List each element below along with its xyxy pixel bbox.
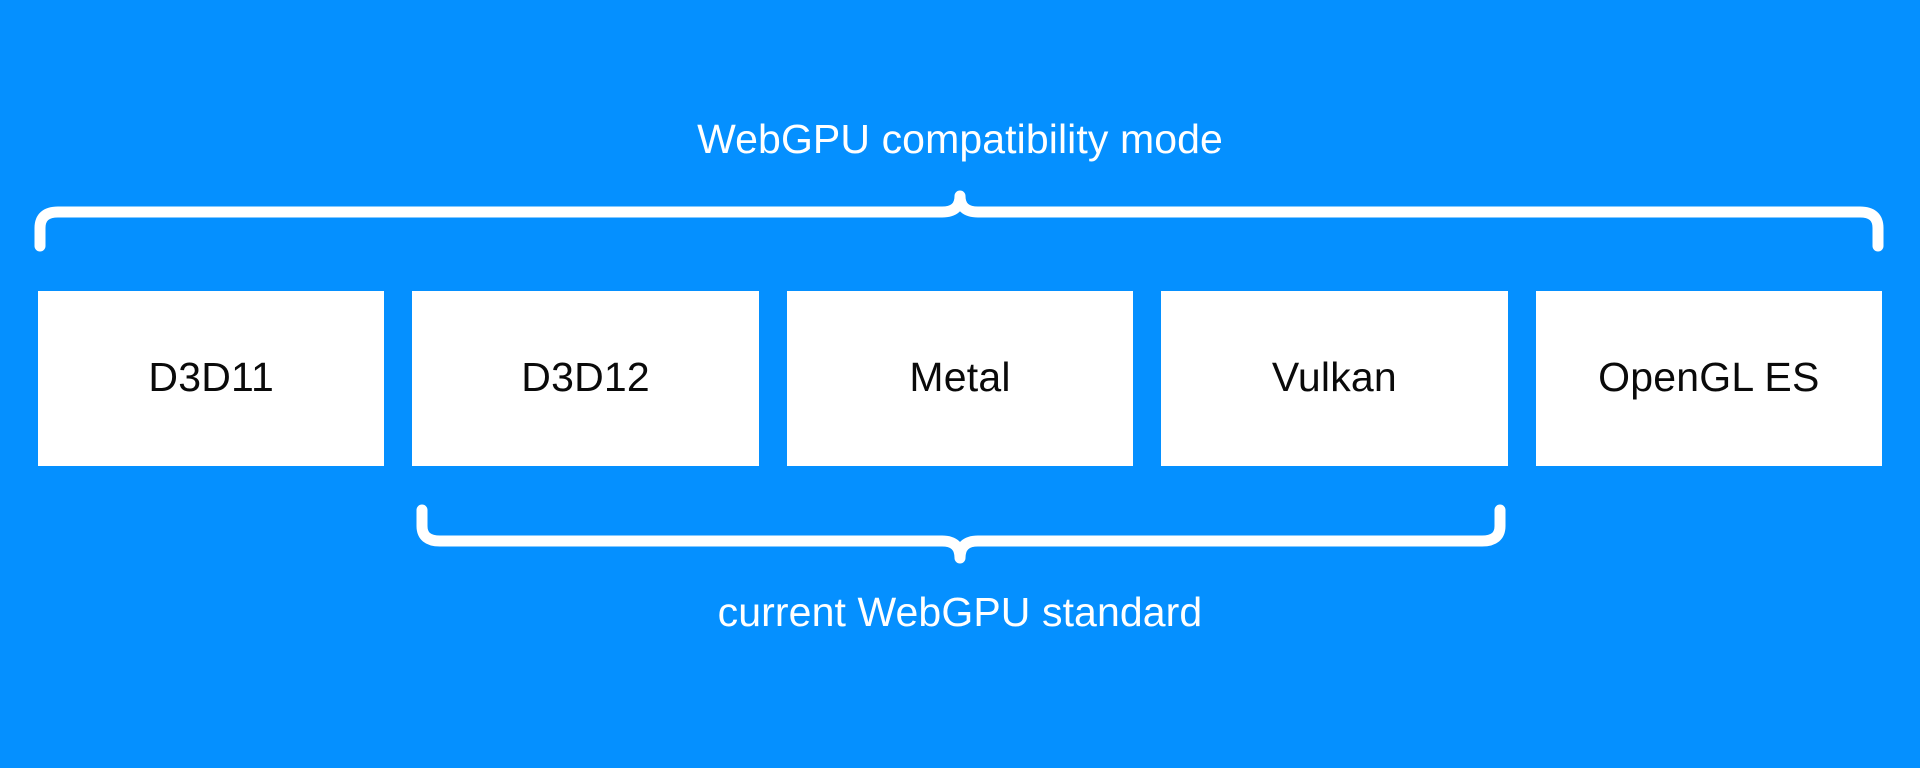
api-box-opengl-es[interactable]: OpenGL ES xyxy=(1535,291,1883,466)
bottom-brace-icon xyxy=(416,504,1506,564)
bottom-brace-label: current WebGPU standard xyxy=(717,589,1203,635)
top-brace-icon xyxy=(34,190,1884,252)
api-box-label: OpenGL ES xyxy=(1598,354,1820,400)
api-box-d3d11[interactable]: D3D11 xyxy=(38,291,385,466)
top-brace-label: WebGPU compatibility mode xyxy=(697,116,1223,162)
api-box-d3d12[interactable]: D3D12 xyxy=(412,291,759,466)
api-box-label: D3D11 xyxy=(148,354,274,400)
api-box-vulkan[interactable]: Vulkan xyxy=(1161,291,1508,466)
api-box-row: D3D11 D3D12 Metal Vulkan OpenGL ES xyxy=(38,291,1883,466)
api-box-label: Metal xyxy=(909,354,1011,400)
api-box-label: Vulkan xyxy=(1271,354,1397,400)
api-box-metal[interactable]: Metal xyxy=(786,291,1134,466)
api-box-label: D3D12 xyxy=(521,354,650,400)
